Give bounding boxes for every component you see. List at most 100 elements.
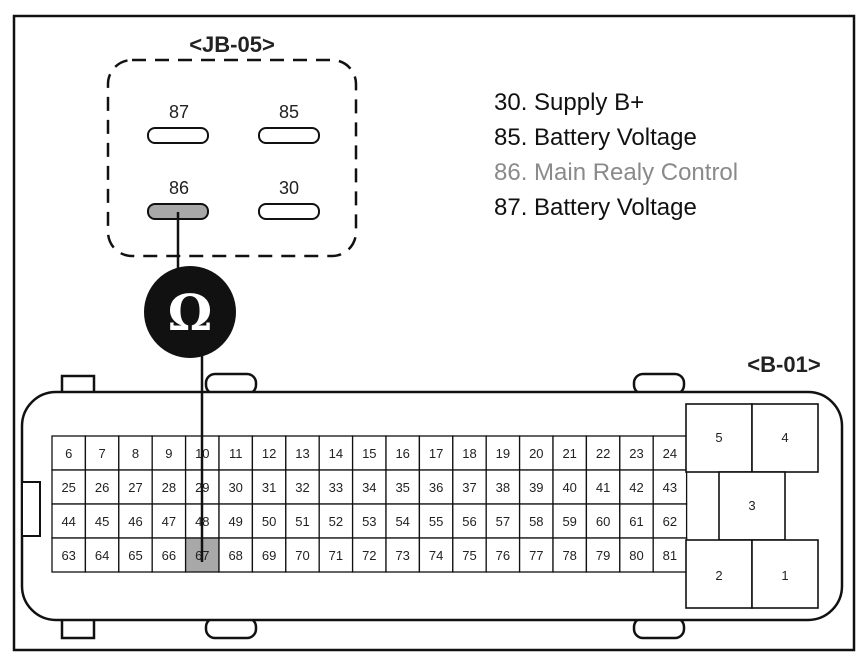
large-pin-cell [685, 403, 753, 473]
pin-box [118, 469, 153, 505]
pin-box [619, 537, 654, 573]
pin-cell-63: 63 [51, 537, 87, 573]
pin-box [84, 435, 120, 471]
pin-box [385, 469, 421, 505]
pin-box [619, 503, 654, 539]
pin-cell-73: 73 [385, 537, 421, 573]
pin-cell-35: 35 [385, 469, 421, 505]
pin-box [418, 469, 454, 505]
pin-number: 71 [329, 548, 343, 563]
pin-number: 75 [462, 548, 476, 563]
pin-box [385, 435, 421, 471]
terminal-slot [258, 203, 320, 220]
pin-number: 42 [629, 480, 643, 495]
pin-number: 38 [496, 480, 510, 495]
pin-cell-11: 11 [218, 435, 254, 471]
pin-box [151, 469, 187, 505]
pin-cell-52: 52 [318, 503, 354, 539]
pin-cell-72: 72 [351, 537, 387, 573]
pin-box [418, 503, 454, 539]
pin-cell-36: 36 [418, 469, 454, 505]
pin-box [552, 435, 588, 471]
ohmmeter-body [144, 266, 236, 358]
pin-cell-56: 56 [452, 503, 487, 539]
terminal-label: 86 [169, 178, 189, 198]
pin-box [452, 503, 487, 539]
pin-cell-77: 77 [518, 537, 554, 573]
ohmmeter-icon: Ω [144, 266, 236, 358]
pin-box [652, 469, 688, 505]
pin-cell-55: 55 [418, 503, 454, 539]
pin-number: 20 [529, 446, 543, 461]
pin-cell-61: 61 [619, 503, 654, 539]
pin-number: 37 [462, 480, 476, 495]
pin-cell-31: 31 [251, 469, 287, 505]
pin-cell-45: 45 [84, 503, 120, 539]
connector-key [21, 481, 41, 537]
pin-number: 51 [295, 514, 309, 529]
pin-cell-40: 40 [552, 469, 588, 505]
relay-terminal-86: 86 [147, 178, 209, 220]
pin-cell-60: 60 [585, 503, 621, 539]
pin-number: 9 [165, 446, 172, 461]
pin-cell-37: 37 [452, 469, 487, 505]
connector-b01: <B-01> 678910111213141516171819202122232… [20, 352, 844, 640]
pin-cell-74: 74 [418, 537, 454, 573]
pin-cell-18: 18 [452, 435, 487, 471]
relay-terminal-87: 87 [147, 102, 209, 144]
large-pin-label: 3 [748, 498, 755, 513]
relay-terminal-85: 85 [258, 102, 320, 144]
pin-cell-54: 54 [385, 503, 421, 539]
pin-number: 60 [596, 514, 610, 529]
pin-number: 35 [395, 480, 409, 495]
pin-cell-9: 9 [151, 435, 187, 471]
pin-cell-58: 58 [518, 503, 554, 539]
relay-outline [106, 58, 358, 258]
pin-number: 70 [295, 548, 309, 563]
pin-cell-6: 6 [51, 435, 87, 471]
pin-cell-59: 59 [552, 503, 588, 539]
pin-number: 44 [61, 514, 75, 529]
pin-number: 33 [329, 480, 343, 495]
pin-box [318, 537, 354, 573]
pin-number: 56 [462, 514, 476, 529]
large-pin-label: 2 [715, 568, 722, 583]
pin-cell-78: 78 [552, 537, 588, 573]
pin-cell-65: 65 [118, 537, 153, 573]
pin-number: 74 [429, 548, 443, 563]
terminal-slot [258, 127, 320, 144]
pin-cell-71: 71 [318, 537, 354, 573]
legend-item: 85. Battery Voltage [494, 124, 697, 151]
pin-box [585, 503, 621, 539]
pin-number: 39 [529, 480, 543, 495]
pin-box [84, 537, 120, 573]
pin-cell-42: 42 [619, 469, 654, 505]
pin-number: 30 [228, 480, 242, 495]
pin-box [318, 469, 354, 505]
pin-legend: 30. Supply B+ 85. Battery Voltage 86. Ma… [494, 89, 738, 221]
pin-number: 73 [395, 548, 409, 563]
pin-number: 14 [329, 446, 343, 461]
pin-box [285, 537, 320, 573]
pin-number: 78 [562, 548, 576, 563]
pin-box [218, 503, 254, 539]
pin-number: 58 [529, 514, 543, 529]
pin-cell-62: 62 [652, 503, 688, 539]
pin-cell-22: 22 [585, 435, 621, 471]
pin-box [485, 435, 521, 471]
pin-box [552, 503, 588, 539]
pin-cell-46: 46 [118, 503, 153, 539]
pin-number: 57 [496, 514, 510, 529]
pin-box [251, 469, 287, 505]
pin-number: 43 [663, 480, 677, 495]
pin-box [385, 537, 421, 573]
pin-number: 27 [128, 480, 142, 495]
pin-cell-79: 79 [585, 537, 621, 573]
pin-number: 28 [162, 480, 176, 495]
pin-cell-26: 26 [84, 469, 120, 505]
large-pin-cell [751, 539, 819, 609]
pin-number: 25 [61, 480, 75, 495]
pin-cell-28: 28 [151, 469, 187, 505]
pin-number: 72 [362, 548, 376, 563]
